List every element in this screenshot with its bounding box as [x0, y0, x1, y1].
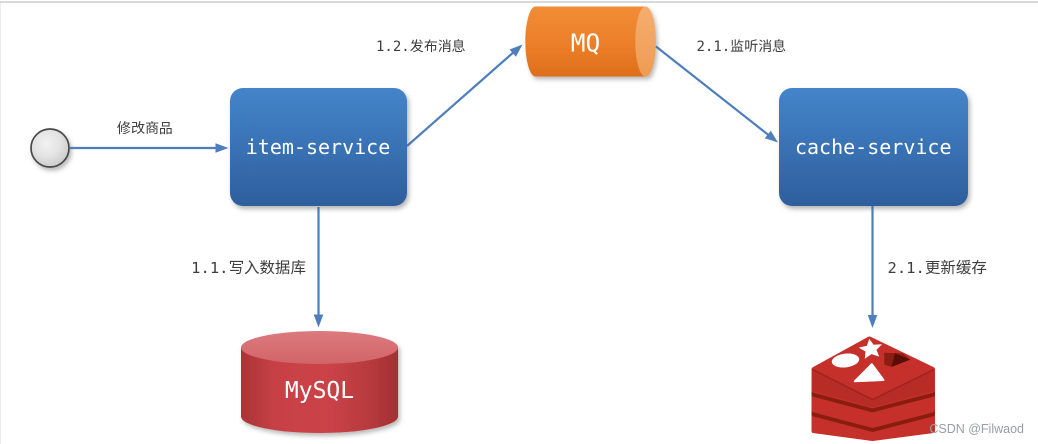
- edge-arrows: [70, 44, 878, 328]
- redis-triangle-icon: [853, 363, 885, 383]
- redis-logo: [811, 336, 935, 441]
- node-item-service: item-service: [229, 88, 407, 206]
- redis-ellipse-icon: [831, 353, 860, 368]
- arrow-modify-head: [215, 143, 229, 153]
- top-border-line: [0, 1, 1038, 3]
- actor-user-node: [30, 128, 70, 168]
- mysql-cylinder-body: [241, 347, 398, 433]
- arrow-update-cache: [867, 206, 878, 328]
- arrow-write-db: [313, 207, 324, 328]
- redis-face-edge-line: [812, 368, 935, 401]
- node-mysql-label: MySQL: [284, 377, 355, 404]
- node-cache-service: cache-service: [778, 87, 968, 206]
- arrow-publish: [406, 44, 523, 147]
- left-border-line: [0, 3, 1, 444]
- node-cache-service-label: cache-service: [794, 134, 952, 159]
- mq-cylinder: [525, 6, 656, 77]
- mysql-cylinder-top: [241, 331, 398, 364]
- redis-hole-inner-wall: [891, 353, 911, 367]
- edge-label-update-cache: 2.1.更新缓存: [887, 259, 987, 277]
- arrow-listen-head: [764, 130, 778, 143]
- edge-label-modify: 修改商品: [117, 120, 173, 137]
- arrow-update-cache-head: [867, 315, 878, 328]
- actor-circle: [30, 128, 70, 168]
- edge-label-publish: 1.2.发布消息: [376, 39, 466, 55]
- node-mq-label: MQ: [570, 28, 601, 58]
- mq-cylinder-body: [525, 6, 656, 77]
- redis-star-shape: [858, 338, 882, 359]
- arrow-write-db-head: [313, 314, 324, 328]
- redis-star-icon: [858, 338, 882, 359]
- mq-cylinder-cap: [635, 6, 656, 77]
- watermark-text: CSDN @Filwaod: [929, 422, 1024, 436]
- edge-label-write-db: 1.1.写入数据库: [191, 259, 306, 277]
- arrow-modify: [70, 143, 229, 153]
- mysql-cylinder: [241, 331, 398, 433]
- arrow-publish-head: [509, 44, 523, 57]
- redis-top-bevel-shade: [812, 369, 934, 408]
- edge-label-listen: 2.1.监听消息: [696, 39, 787, 55]
- node-item-service-label: item-service: [245, 135, 391, 159]
- redis-hole-icon: [884, 352, 911, 367]
- arrow-listen: [655, 45, 778, 143]
- arrow-listen-line: [655, 45, 770, 136]
- arrow-publish-line: [406, 51, 515, 147]
